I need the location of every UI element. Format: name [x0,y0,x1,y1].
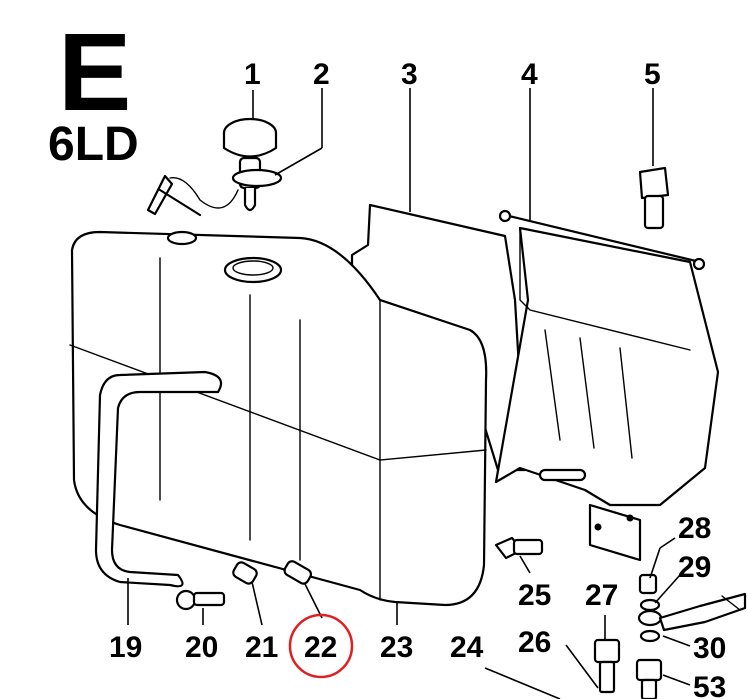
section-letter: E [58,11,131,134]
callout-20: 20 [185,631,218,664]
callout-25: 25 [518,579,551,612]
fuel-tank [69,230,488,607]
fitting-20 [175,589,226,611]
callout-21: 21 [245,631,278,664]
callout-22: 22 [304,631,337,664]
callout-26: 26 [518,626,551,659]
engine-model-label: 6LD [48,118,139,171]
nut-53 [635,658,663,699]
bolt-27 [593,638,621,694]
highlight-circle [288,613,354,679]
callout-19: 19 [109,631,142,664]
bolt-5 [638,166,670,230]
fitting-21 [232,561,258,585]
callout-53: 53 [693,671,726,699]
callout-30: 30 [693,632,726,665]
tank-strap [94,370,223,588]
leader-lines [127,88,691,699]
callout-24: 24 [450,631,484,664]
fitting-22 [283,560,313,585]
mounting-bracket [494,209,720,562]
callout-3: 3 [401,58,418,91]
callout-1: 1 [244,58,261,91]
bolt-25 [494,536,544,560]
callout-4: 4 [521,58,538,91]
callout-27: 27 [585,579,618,612]
filler-cap [146,117,283,217]
callout-2: 2 [313,58,330,91]
callout-23: 23 [380,631,413,664]
callout-28: 28 [678,512,711,545]
union-fitting-28-30 [637,573,747,643]
callout-29: 29 [678,551,711,584]
callout-5: 5 [644,58,661,91]
